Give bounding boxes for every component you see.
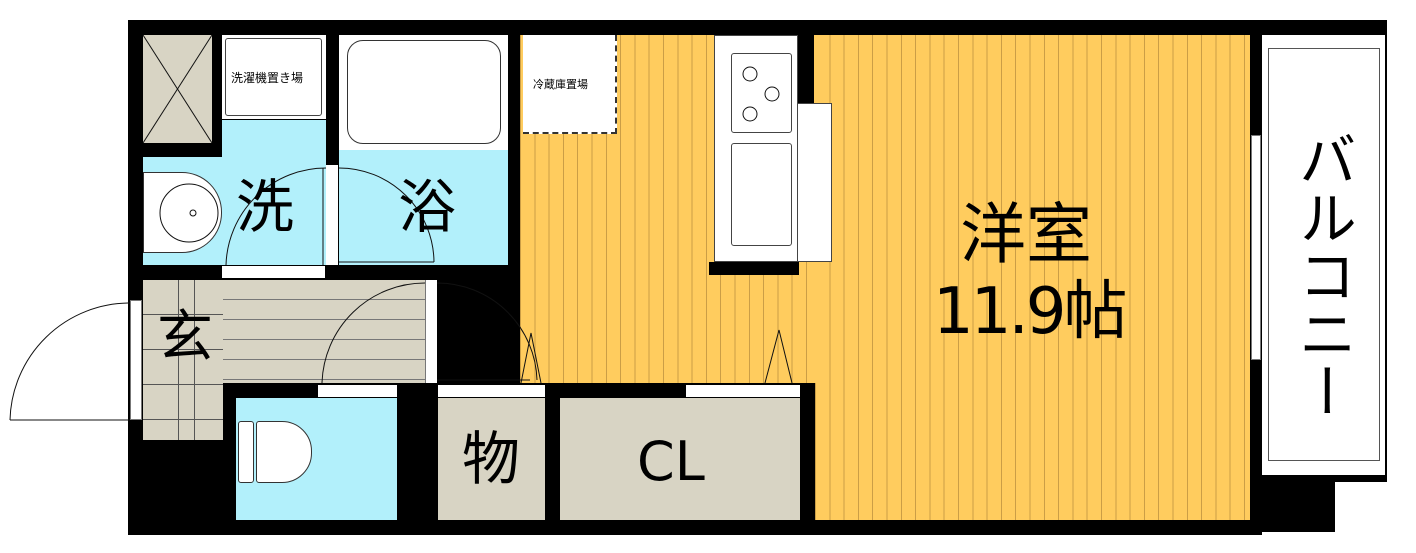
stove-icon — [731, 53, 792, 133]
closet — [560, 398, 800, 520]
bathroom — [339, 150, 508, 265]
hallway-door[interactable] — [425, 280, 437, 383]
washroom-door[interactable] — [326, 165, 338, 265]
western-room — [815, 35, 1250, 520]
kitchen-counter — [714, 35, 798, 262]
washer-space — [222, 35, 326, 119]
storage-label: 物 — [462, 425, 521, 493]
closet-door[interactable] — [686, 385, 800, 397]
washer-space-label: 洗濯機置き場 — [231, 71, 304, 85]
bath-label: 浴 — [398, 173, 457, 241]
balcony-rail — [1268, 48, 1380, 461]
storage-door[interactable] — [438, 385, 545, 397]
closet-label: CL — [637, 430, 705, 493]
front-door[interactable] — [130, 300, 142, 420]
kitchen-wall — [797, 35, 814, 105]
western-room-size: 11.9帖 — [933, 275, 1127, 349]
fridge-space-label: 冷蔵庫置場 — [533, 78, 588, 91]
toilet-door[interactable] — [318, 385, 397, 397]
toilet-bowl-icon — [256, 421, 312, 483]
sink-icon — [731, 143, 792, 246]
washbasin — [143, 172, 222, 253]
entrance — [143, 280, 223, 440]
bathtub-area — [339, 35, 508, 150]
balcony — [1262, 35, 1385, 475]
balcony-label: バルコニー — [1288, 130, 1357, 420]
bathtub-icon — [347, 40, 501, 144]
washroom-label: 洗 — [236, 173, 295, 241]
fridge-space — [523, 35, 617, 134]
balcony-window — [1251, 135, 1261, 360]
western-room-label: 洋室 — [960, 196, 1092, 273]
washroom-hall-door[interactable] — [222, 266, 325, 278]
storage — [438, 398, 545, 520]
washer-space-border — [225, 38, 322, 116]
washroom — [222, 120, 326, 265]
kitchen-bar-wall — [709, 262, 799, 275]
entrance-label: 玄 — [157, 305, 213, 370]
kitchen-side-counter — [797, 103, 832, 262]
toilet-icon — [238, 421, 254, 483]
balcony-lower-wall — [1250, 470, 1335, 532]
